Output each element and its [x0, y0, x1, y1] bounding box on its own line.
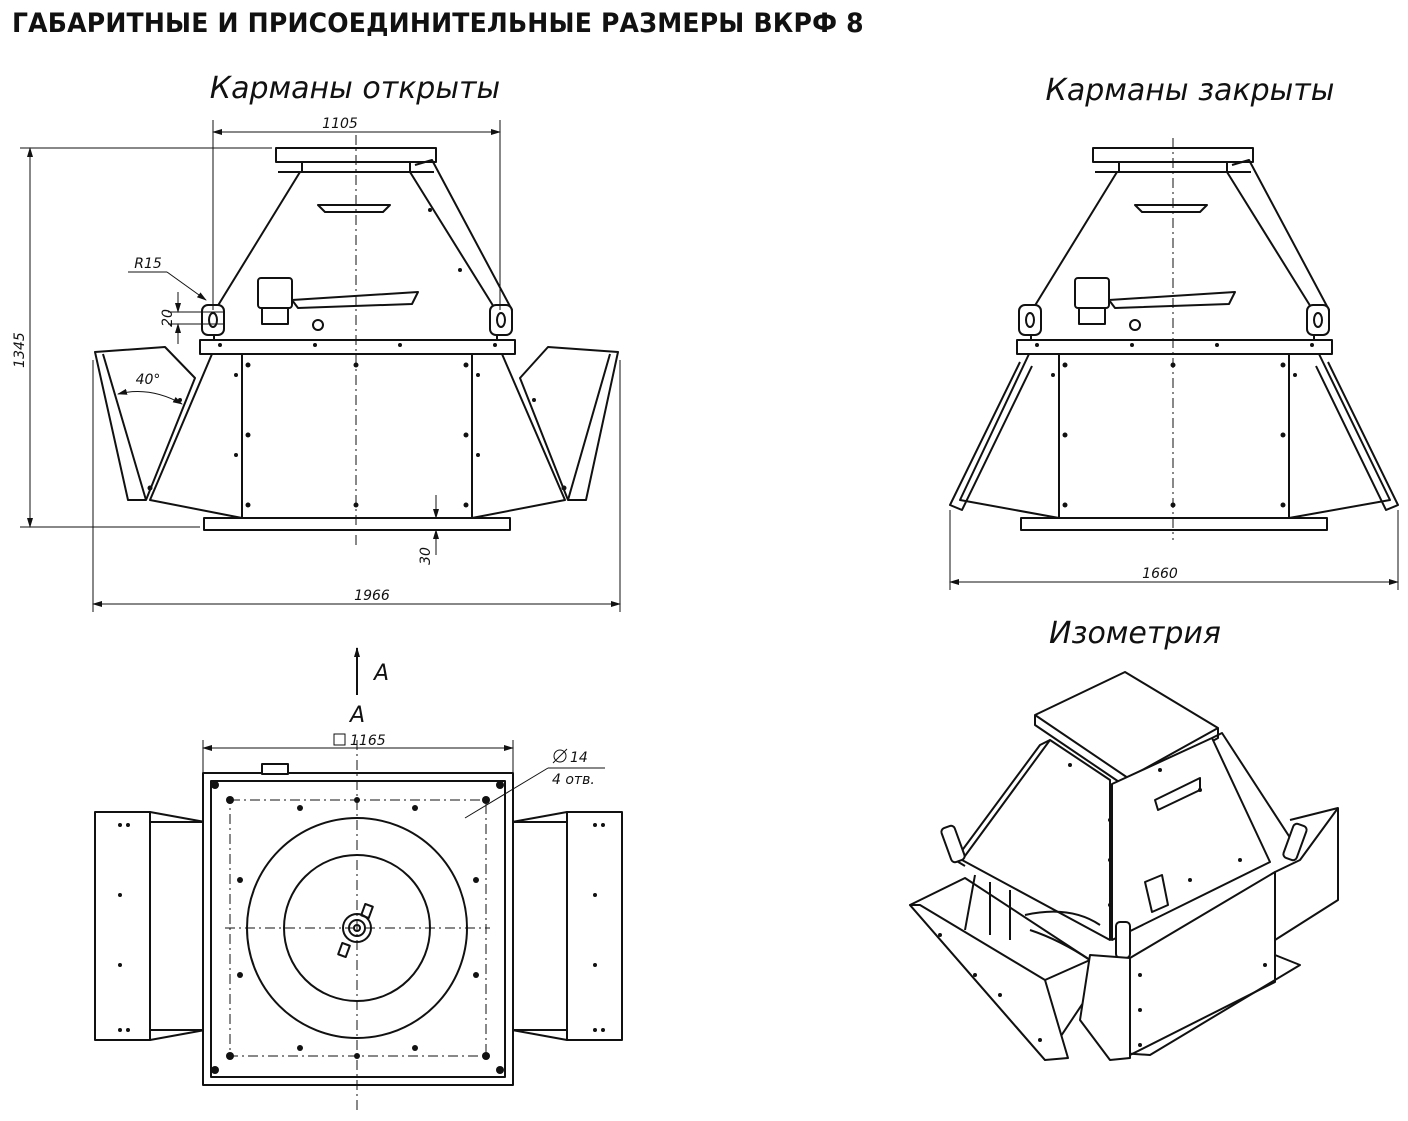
- fan-casing: [241, 353, 473, 519]
- dim-1660: 1660: [1142, 566, 1178, 582]
- view-a-bottom: A A: [94, 647, 623, 1110]
- view-label-a: A: [348, 703, 365, 728]
- view-closed-title: Карманы закрыты: [1046, 73, 1335, 108]
- dim-1105: 1105: [322, 116, 358, 132]
- base-plate: [203, 517, 511, 531]
- view-iso-title: Изометрия: [1049, 616, 1221, 651]
- page-title: ГАБАРИТНЫЕ И ПРИСОЕДИНИТЕЛЬНЫЕ РАЗМЕРЫ В…: [12, 8, 864, 39]
- open-dimensions: 1105 1345 R15 20 40° 30 1966: [12, 116, 621, 612]
- view-pockets-open: Карманы открыты: [12, 71, 621, 612]
- view-isometry: Изометрия: [909, 616, 1339, 1061]
- view-pockets-closed: Карманы закрыты: [949, 73, 1399, 590]
- bottom-plan: [94, 763, 623, 1086]
- iso-fan-body: [909, 671, 1339, 1061]
- dim-r15: R15: [134, 256, 162, 272]
- lifting-lug-right: [489, 304, 513, 336]
- dim-hole-count: 4 отв.: [552, 772, 595, 788]
- dim-20: 20: [160, 309, 176, 327]
- view-open-title: Карманы открыты: [210, 71, 500, 106]
- pocket-right: [519, 346, 619, 501]
- pocket-left: [94, 346, 196, 501]
- closed-fan-body: [949, 147, 1399, 531]
- arrow-label-a: A: [372, 661, 389, 686]
- dim-30: 30: [418, 547, 434, 565]
- pocket-plan-right: [566, 811, 623, 1041]
- base-square: [202, 772, 514, 1086]
- lower-slot: [291, 291, 419, 309]
- pocket-plan-left: [94, 811, 151, 1041]
- dim-1165: 1165: [350, 733, 386, 749]
- iso-pocket-right: [1274, 807, 1339, 941]
- bottom-dimensions: 1165 14 4 отв.: [202, 733, 605, 819]
- square-symbol: [333, 733, 346, 746]
- iso-terminal-box: [1144, 874, 1169, 913]
- dim-40deg: 40°: [136, 372, 161, 388]
- top-slot: [317, 204, 391, 213]
- dim-1966: 1966: [354, 588, 390, 604]
- closed-dimensions: 1660: [949, 510, 1399, 590]
- terminal-box-plan: [261, 763, 289, 775]
- terminal-box: [257, 277, 293, 309]
- dim-1345: 1345: [12, 332, 28, 368]
- open-fan-body: [94, 147, 619, 531]
- dim-hole-dia: 14: [570, 750, 588, 766]
